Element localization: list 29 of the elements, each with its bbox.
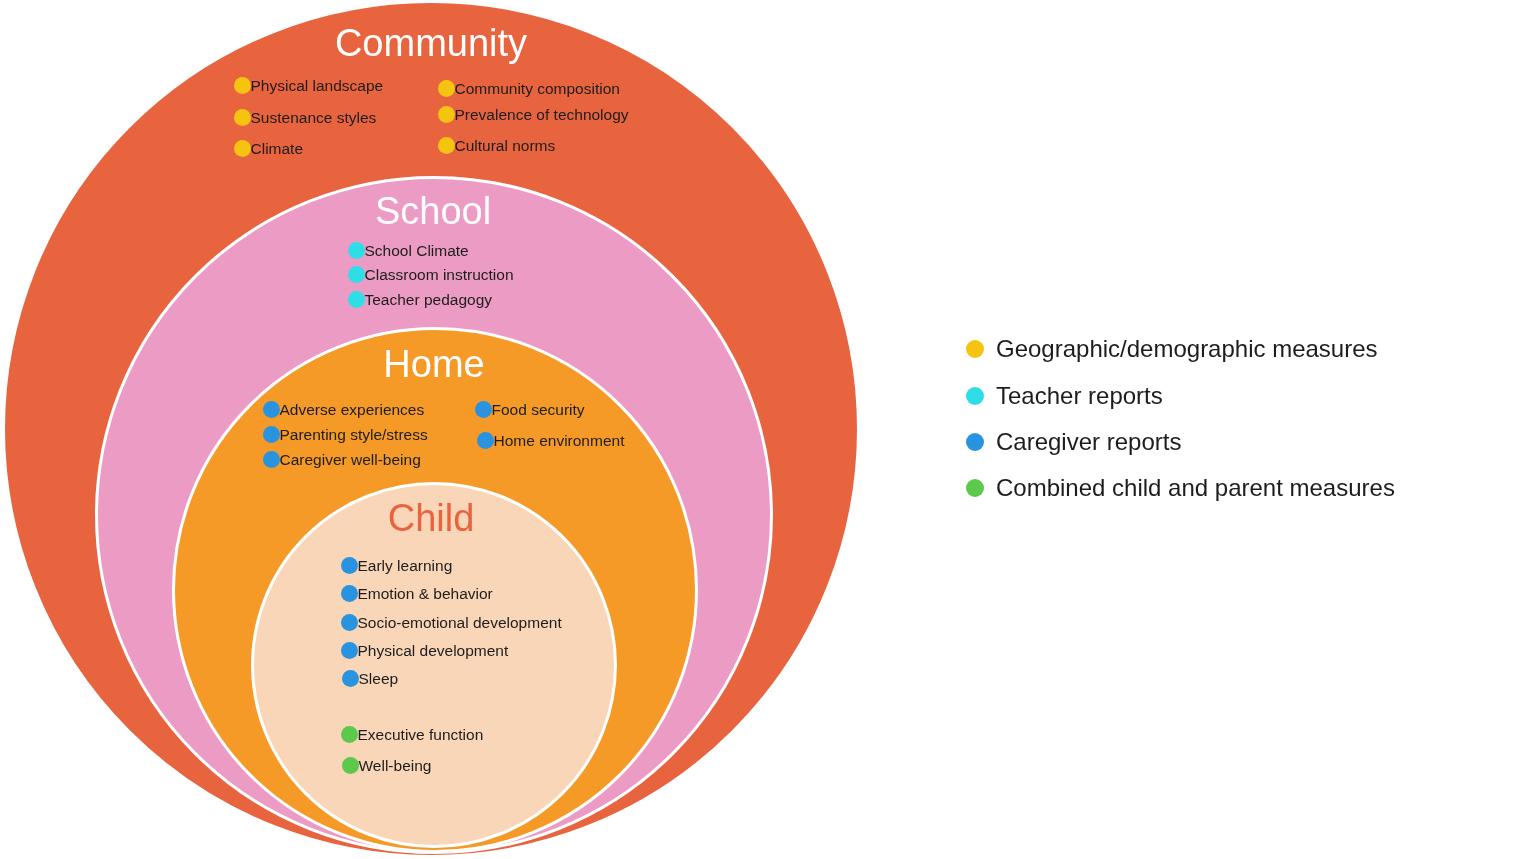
list-item: Caregiver well-being [279,450,421,470]
list-item: Cultural norms [454,136,556,156]
circle-title: Child [387,497,475,539]
list-item: Home environment [493,431,625,451]
list-item: Food security [491,400,585,420]
list-item: Sleep [358,669,399,689]
list-item: Executive function [357,725,484,745]
list-item: Well-being [358,756,432,776]
list-item: Adverse experiences [279,400,425,420]
list-item: Sustenance styles [250,108,377,128]
list-item: Physical landscape [250,76,384,96]
list-item: School Climate [364,241,469,261]
list-item: Emotion & behavior [357,584,493,604]
list-item: Climate [250,139,304,159]
circle-title: Home [383,343,485,385]
list-item: Physical development [357,641,509,661]
list-item: Early learning [357,556,453,576]
list-item: Classroom instruction [364,265,514,285]
list-item: Prevalence of technology [454,105,629,125]
list-item: Parenting style/stress [279,425,428,445]
list-item: Community composition [454,79,620,99]
legend-label: Geographic/demographic measures [996,334,1378,364]
circle-title: Community [334,22,528,64]
legend-label: Combined child and parent measures [996,473,1395,503]
circle-title: School [374,190,492,232]
list-item: Teacher pedagogy [364,290,493,310]
list-item: Socio-emotional development [357,613,562,633]
legend-label: Teacher reports [996,381,1163,411]
legend-label: Caregiver reports [996,427,1182,457]
